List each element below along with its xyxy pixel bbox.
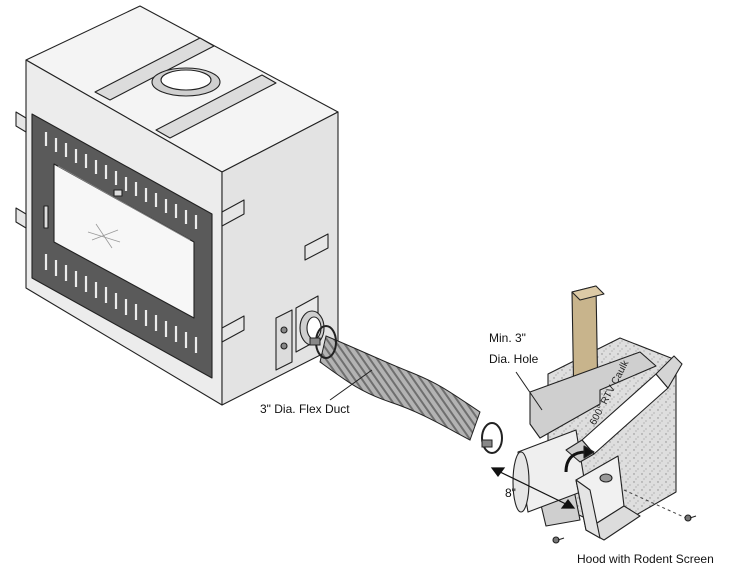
wall-panel-upper bbox=[529, 351, 657, 439]
mount-tab-right-1 bbox=[221, 199, 245, 227]
mount-tab-right-2 bbox=[221, 315, 245, 343]
louvres-bottom bbox=[44, 254, 198, 353]
firebox-unit bbox=[15, 5, 339, 406]
louvres-top bbox=[44, 132, 198, 229]
top-rail-back bbox=[94, 37, 215, 101]
min-hole-leader bbox=[515, 371, 543, 411]
dimension-label: 8" bbox=[505, 486, 516, 500]
hose-clamp-2 bbox=[481, 422, 503, 454]
outlet-icon bbox=[280, 342, 288, 350]
mount-tab-right-3 bbox=[304, 233, 329, 261]
screw-path-line bbox=[623, 489, 687, 519]
mount-tab-left-1 bbox=[15, 111, 27, 133]
flex-duct bbox=[309, 325, 503, 454]
hood-label: Hood with Rodent Screen bbox=[577, 552, 714, 566]
flex-duct-label: 3" Dia. Flex Duct bbox=[260, 402, 350, 416]
insert-arrow-icon bbox=[564, 450, 587, 473]
wall-section bbox=[512, 285, 697, 544]
flex-duct-leader bbox=[329, 369, 373, 401]
min-hole-label: Min. 3" bbox=[489, 331, 526, 345]
termination-hood-icon bbox=[575, 455, 641, 541]
electrical-box bbox=[275, 309, 293, 371]
dimension-8in bbox=[490, 467, 576, 509]
mount-tab-left-2 bbox=[15, 207, 27, 229]
door-handle-icon bbox=[43, 205, 49, 229]
top-rail-front bbox=[155, 74, 277, 139]
dia-hole-label: Dia. Hole bbox=[489, 352, 539, 366]
switch-icon bbox=[280, 326, 288, 334]
door-latch-icon bbox=[113, 189, 123, 197]
glass-reflection-icon bbox=[87, 223, 121, 249]
